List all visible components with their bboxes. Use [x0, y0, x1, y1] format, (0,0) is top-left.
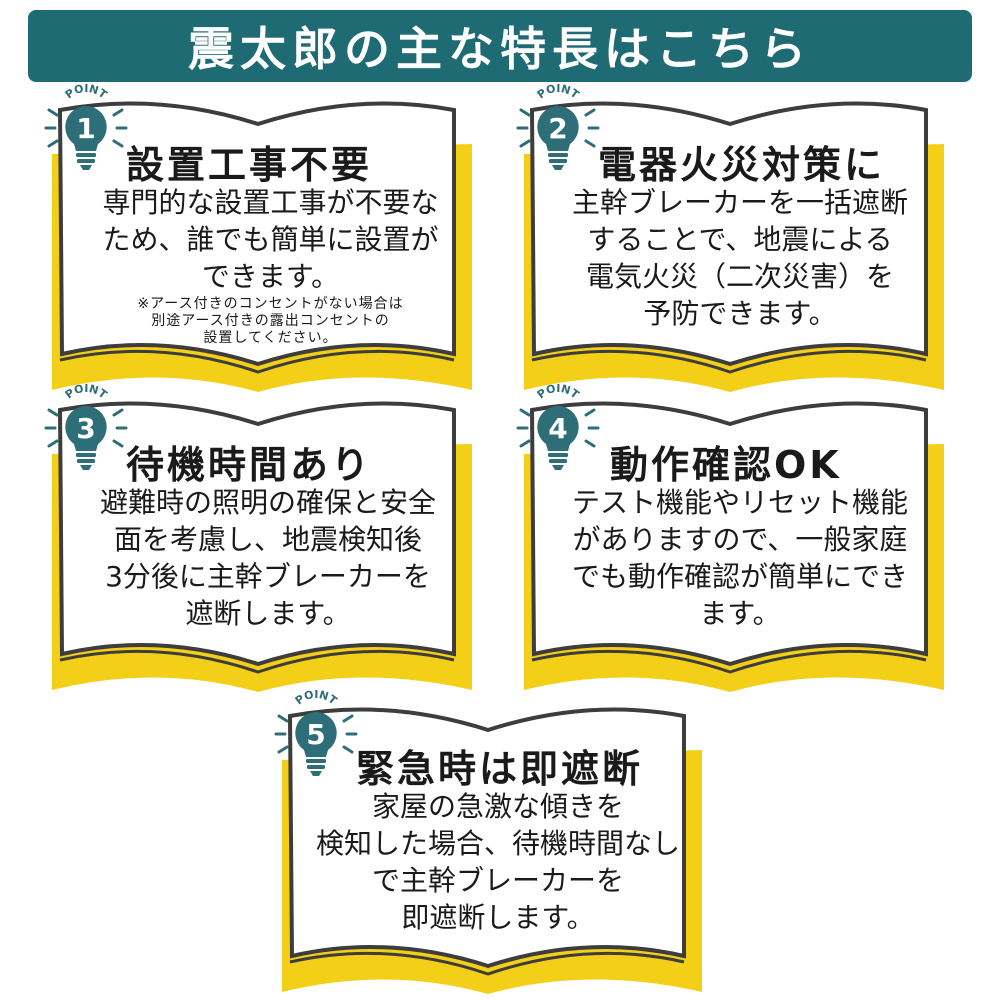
svg-text:3: 3	[76, 412, 95, 445]
point-card-2: POINT 2 電器火災対策に 主幹ブレーカーを一括遮断 することで、地震による …	[510, 82, 950, 394]
point-description: 避難時の照明の確保と安全 面を考慮し、地震検知後 3分後に主幹ブレーカーを 遮断…	[99, 486, 436, 630]
lightbulb-icon: POINT 2	[510, 82, 605, 183]
svg-text:POINT: POINT	[63, 384, 110, 402]
book-page	[57, 401, 456, 667]
svg-text:POINT: POINT	[535, 84, 582, 102]
lightbulb-graphic: POINT 5	[274, 688, 358, 776]
point-title: 設置工事不要	[126, 143, 373, 187]
book-page	[529, 101, 928, 367]
book-page-edge	[59, 649, 455, 674]
book-frame	[52, 101, 472, 392]
book-page-edge	[531, 649, 927, 674]
book-page	[57, 101, 456, 367]
point-note: ※アース付きのコンセントがない場合は 別途アース付きの露出コンセントの 設置して…	[137, 296, 404, 346]
book-page-edge	[289, 951, 685, 976]
lightbulb-icon: POINT 4	[510, 382, 605, 483]
point-title: 緊急時は即遮断	[356, 747, 644, 791]
lightbulb-icon: POINT 3	[38, 382, 133, 483]
svg-text:4: 4	[548, 412, 567, 445]
lightbulb-graphic: POINT 1	[44, 82, 128, 170]
point-description: 家屋の急激な傾きを 検知した場合、待機時間なし で主幹ブレーカーを 即遮断します…	[315, 790, 680, 934]
svg-text:1: 1	[76, 112, 95, 145]
book-frame	[282, 707, 702, 994]
point-description: 主幹ブレーカーを一括遮断 することで、地震による 電気火災（二次災害）を 予防で…	[571, 186, 908, 330]
point-title: 待機時間あり	[126, 443, 373, 487]
point-title: 動作確認OK	[610, 443, 842, 487]
book-frame	[524, 101, 944, 392]
point-description: テスト機能やリセット機能 がありますので、一般家庭 でも動作確認が簡単にでき ま…	[571, 486, 908, 630]
svg-text:POINT: POINT	[293, 690, 340, 708]
book-page-edge	[531, 349, 927, 374]
point-description: 専門的な設置工事が不要な ため、誰でも簡単に設置が できます。	[102, 186, 439, 293]
lightbulb-graphic: POINT 4	[516, 382, 600, 470]
book-page	[287, 707, 686, 969]
book-page-edge	[59, 349, 455, 374]
svg-text:5: 5	[306, 718, 325, 751]
svg-text:POINT: POINT	[535, 384, 582, 402]
page-title: 震太郎の主な特長はこちら	[188, 22, 812, 76]
point-card-4: POINT 4 動作確認OK テスト機能やリセット機能 がありますので、一般家庭 …	[510, 382, 950, 694]
lightbulb-icon: POINT 1	[38, 82, 133, 183]
lightbulb-icon: POINT 5	[268, 688, 363, 789]
svg-text:POINT: POINT	[63, 84, 110, 102]
book-page	[529, 401, 928, 667]
point-card-1: POINT 1 設置工事不要 専門的な設置工事が不要な ため、誰でも簡単に設置が …	[38, 82, 478, 394]
point-card-3: POINT 3 待機時間あり 避難時の照明の確保と安全 面を考慮し、地震検知後 3…	[38, 382, 478, 694]
lightbulb-graphic: POINT 2	[516, 82, 600, 170]
header-banner: 震太郎の主な特長はこちら	[28, 10, 972, 82]
book-frame	[52, 401, 472, 692]
point-title: 電器火災対策に	[598, 143, 886, 187]
point-card-5: POINT 5 緊急時は即遮断 家屋の急激な傾きを 検知した場合、待機時間なし で…	[268, 688, 708, 996]
lightbulb-graphic: POINT 3	[44, 382, 128, 470]
svg-text:2: 2	[548, 112, 567, 145]
book-frame	[524, 401, 944, 692]
